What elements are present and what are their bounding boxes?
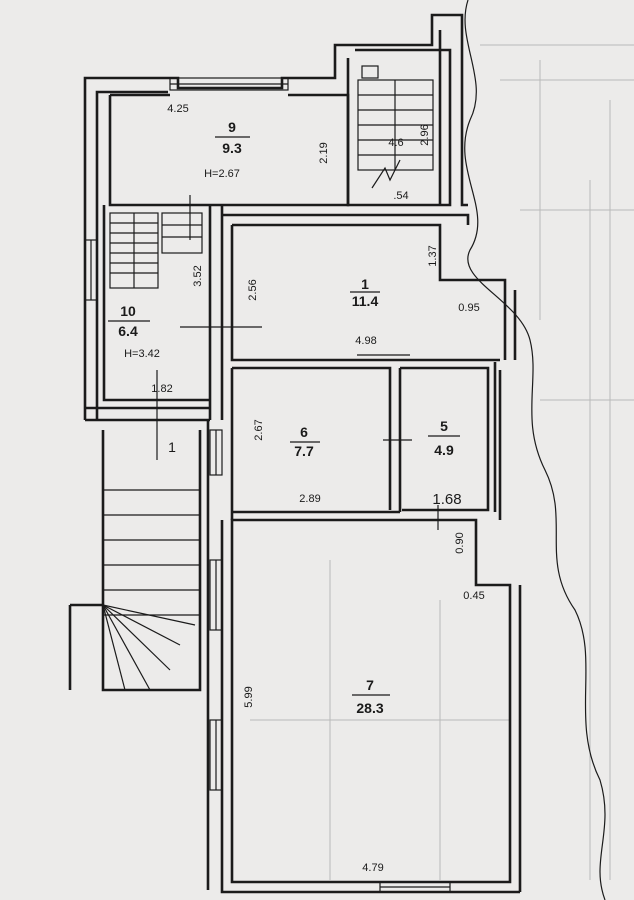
dim-stair-c: .54 [393,190,408,202]
dim-r1-right: 1.37 [427,245,439,266]
dim-r9-width: 4.25 [167,103,188,115]
dim-r9-depth: 2.19 [318,142,330,163]
room-9-area: 9.3 [222,140,242,156]
dim-corridor: 0.95 [458,302,479,314]
room-7-number: 7 [366,677,374,693]
dimension-labels: 4.25 2.19 4.6 2.96 .54 3.52 1.82 2.56 4.… [151,103,484,874]
room-1-number: 1 [361,276,369,292]
room-6-area: 7.7 [294,443,314,459]
room-6-number: 6 [300,424,308,440]
room-5-area: 4.9 [434,442,454,458]
stairs [102,65,434,691]
dim-niche: 0.45 [463,590,484,602]
background-grid [250,44,634,880]
dim-r7-depth: 5.99 [243,686,255,707]
dim-door: 0.90 [454,532,466,553]
room-9-height: H=2.67 [204,168,240,180]
room-5-number: 5 [440,418,448,434]
dim-r7-width: 4.79 [362,862,383,874]
room-1-area: 11.4 [352,293,379,309]
room-7-area: 28.3 [356,700,383,716]
cut-line [464,0,606,900]
dim-r10-depth: 3.52 [192,265,204,286]
dim-stair-a: 4.6 [388,137,403,149]
markers [156,159,439,530]
room-labels: 9 9.3 H=2.67 10 6.4 H=3.42 1 11.4 6 7.7 … [108,119,460,716]
dim-r10-width: 1.82 [151,383,172,395]
porch-label: 1 [168,439,176,455]
dim-r6-width: 2.89 [299,493,320,505]
dim-r1-left: 2.56 [247,279,259,300]
room-10-area: 6.4 [118,323,138,339]
dim-r1-width: 4.98 [355,335,376,347]
room-9-number: 9 [228,119,236,135]
room-10-number: 10 [120,303,136,319]
dim-r6-depth: 2.67 [253,419,265,440]
dim-r5-width: 1.68 [432,491,461,508]
room-10-height: H=3.42 [124,348,160,360]
windows [84,77,451,893]
dim-stair-b: 2.96 [419,124,431,145]
